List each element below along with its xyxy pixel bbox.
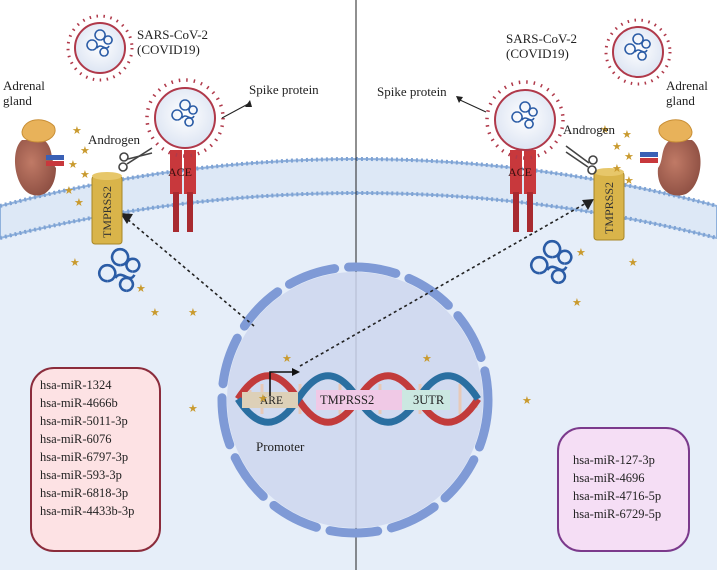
svg-text:★: ★ bbox=[622, 128, 632, 141]
mirna-item: hsa-miR-1324 bbox=[40, 378, 112, 392]
virus-label-left-line1: SARS-CoV-2 bbox=[137, 27, 209, 42]
mirna-item: hsa-miR-4433b-3p bbox=[40, 504, 135, 518]
mirna-item: hsa-miR-593-3p bbox=[40, 468, 122, 482]
svg-text:★: ★ bbox=[150, 306, 160, 319]
tmprss2-receptor-right: TMPRSS2 bbox=[593, 168, 625, 241]
androgen-stars: ★★★ ★★★ ★★★ ★★★ ★★★ ★★★ ★★★ ★★★ bbox=[64, 123, 638, 415]
ace-label-right: ACE bbox=[508, 165, 532, 179]
svg-text:★: ★ bbox=[282, 352, 292, 365]
svg-text:★: ★ bbox=[600, 123, 610, 136]
tmprss2-receptor-left: TMPRSS2 bbox=[91, 172, 123, 245]
adrenal-label-left: Adrenal gland bbox=[3, 78, 45, 108]
svg-text:★: ★ bbox=[522, 394, 532, 407]
adrenal-label-right-line2: gland bbox=[666, 93, 695, 108]
mirna-item: hsa-miR-4716-5p bbox=[573, 489, 662, 503]
spike-label-left: Spike protein bbox=[249, 82, 319, 97]
mirna-item: hsa-miR-4696 bbox=[573, 471, 645, 485]
dna-helix: ARE TMPRSS2 3UTR Promoter bbox=[235, 368, 481, 454]
virus-particle-top-left bbox=[66, 14, 134, 82]
adrenal-gland-right bbox=[640, 119, 701, 196]
ace-receptor-left: ACE bbox=[168, 150, 196, 232]
promoter-label: Promoter bbox=[256, 439, 305, 454]
svg-text:★: ★ bbox=[612, 162, 622, 175]
adrenal-label-right: Adrenal gland bbox=[666, 78, 708, 108]
virus-particle-bound-right bbox=[485, 80, 565, 160]
mirna-item: hsa-miR-6818-3p bbox=[40, 486, 129, 500]
mirna-item: hsa-miR-6729-5p bbox=[573, 507, 662, 521]
mirna-item: hsa-miR-4666b bbox=[40, 396, 118, 410]
mirna-item: hsa-miR-6076 bbox=[40, 432, 112, 446]
mirna-box-right: hsa-miR-127-3p hsa-miR-4696 hsa-miR-4716-5… bbox=[557, 427, 690, 552]
dna-utr-label: 3UTR bbox=[413, 393, 445, 407]
virus-label-right-line2: (COVID19) bbox=[506, 46, 569, 61]
adrenal-label-right-line1: Adrenal bbox=[666, 78, 708, 93]
svg-text:★: ★ bbox=[136, 282, 146, 295]
svg-text:★: ★ bbox=[576, 246, 586, 259]
tmprss2-label-left: TMPRSS2 bbox=[100, 186, 114, 238]
transcription-start-arrow bbox=[269, 371, 292, 396]
androgen-label-left: Androgen bbox=[88, 132, 140, 147]
virus-label-left: SARS-CoV-2 (COVID19) bbox=[137, 27, 208, 57]
ace-receptor-right: ACE bbox=[508, 150, 536, 232]
svg-text:★: ★ bbox=[70, 256, 80, 269]
svg-text:★: ★ bbox=[572, 296, 582, 309]
androgen-label-right: Androgen bbox=[563, 122, 615, 137]
svg-text:★: ★ bbox=[188, 402, 198, 415]
adrenal-gland-left bbox=[15, 119, 64, 196]
svg-text:★: ★ bbox=[258, 392, 268, 405]
dna-are-label: ARE bbox=[260, 395, 283, 407]
virus-particle-bound-left bbox=[145, 78, 225, 158]
mirna-item: hsa-miR-127-3p bbox=[573, 453, 655, 467]
svg-text:★: ★ bbox=[64, 184, 74, 197]
svg-text:★: ★ bbox=[74, 196, 84, 209]
tmprss2-label-right: TMPRSS2 bbox=[602, 182, 616, 234]
virus-label-right: SARS-CoV-2 (COVID19) bbox=[506, 31, 577, 61]
mirna-box-left: hsa-miR-1324 hsa-miR-4666b hsa-miR-5011-3p… bbox=[30, 367, 161, 552]
adrenal-label-left-line2: gland bbox=[3, 93, 32, 108]
mirna-item: hsa-miR-5011-3p bbox=[40, 414, 128, 428]
adrenal-label-left-line1: Adrenal bbox=[3, 78, 45, 93]
virus-particle-top-right bbox=[604, 18, 672, 86]
svg-text:★: ★ bbox=[188, 306, 198, 319]
svg-text:★: ★ bbox=[624, 174, 634, 187]
svg-text:★: ★ bbox=[624, 150, 634, 163]
svg-text:★: ★ bbox=[80, 144, 90, 157]
mirna-item: hsa-miR-6797-3p bbox=[40, 450, 129, 464]
svg-text:★: ★ bbox=[422, 352, 432, 365]
svg-text:★: ★ bbox=[68, 158, 78, 171]
svg-text:★: ★ bbox=[628, 256, 638, 269]
virus-label-left-line2: (COVID19) bbox=[137, 42, 200, 57]
spike-label-right: Spike protein bbox=[377, 84, 447, 99]
svg-text:★: ★ bbox=[612, 140, 622, 153]
ace-label-left: ACE bbox=[168, 165, 192, 179]
dna-gene-label: TMPRSS2 bbox=[320, 393, 374, 407]
svg-text:★: ★ bbox=[80, 168, 90, 181]
virus-label-right-line1: SARS-CoV-2 bbox=[506, 31, 578, 46]
svg-text:★: ★ bbox=[72, 124, 82, 137]
scissors-icon-left bbox=[118, 147, 153, 172]
expression-arrows bbox=[125, 201, 589, 367]
scissors-icon-right bbox=[565, 145, 598, 175]
